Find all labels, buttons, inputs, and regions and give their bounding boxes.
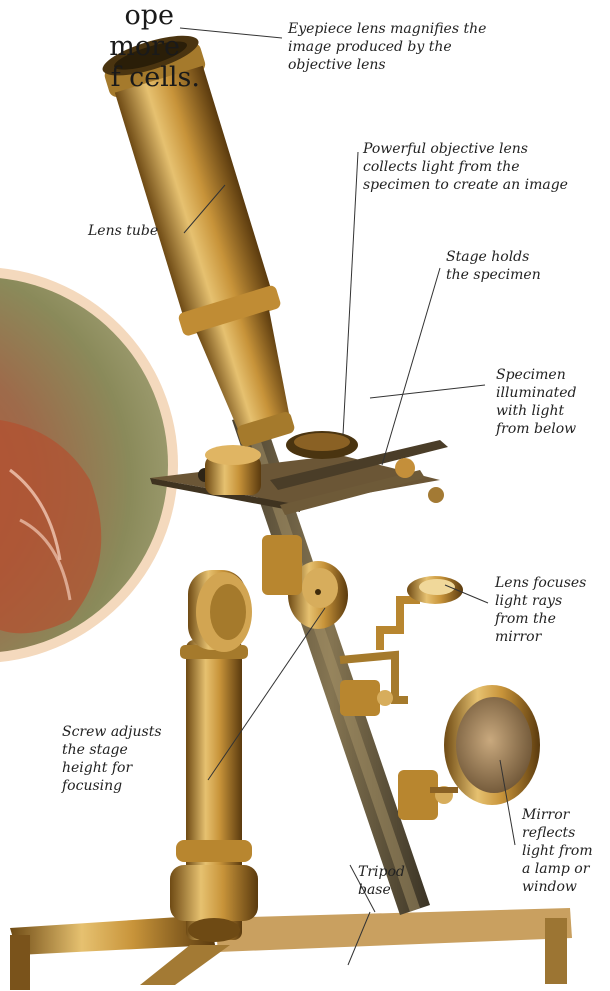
label-screw: Screw adjusts the stage height for focus… (62, 723, 162, 795)
label-eyepiece: Eyepiece lens magnifies the image produc… (288, 20, 486, 74)
intro-line-2: more (109, 31, 180, 62)
label-objective: Powerful objective lens collects light f… (363, 140, 568, 194)
mirror (398, 685, 540, 820)
label-lens-tube: Lens tube (88, 222, 158, 240)
label-specimen: Specimen illuminated with light from bel… (496, 366, 576, 438)
portrait-medallion (0, 267, 178, 663)
pillar (170, 640, 258, 942)
intro-line-3: f cells. (111, 62, 200, 93)
label-condenser: Lens focuses light rays from the mirror (495, 574, 586, 646)
label-stage: Stage holds the specimen (446, 248, 541, 284)
tripod-base (10, 908, 572, 990)
condenser (340, 576, 463, 716)
intro-line-1: ope (124, 0, 174, 31)
pillar-knuckle (188, 570, 252, 652)
label-tripod: Tripod base (358, 863, 405, 899)
objective-lens (286, 431, 358, 459)
label-mirror: Mirror reflects light from a lamp or win… (522, 806, 593, 896)
